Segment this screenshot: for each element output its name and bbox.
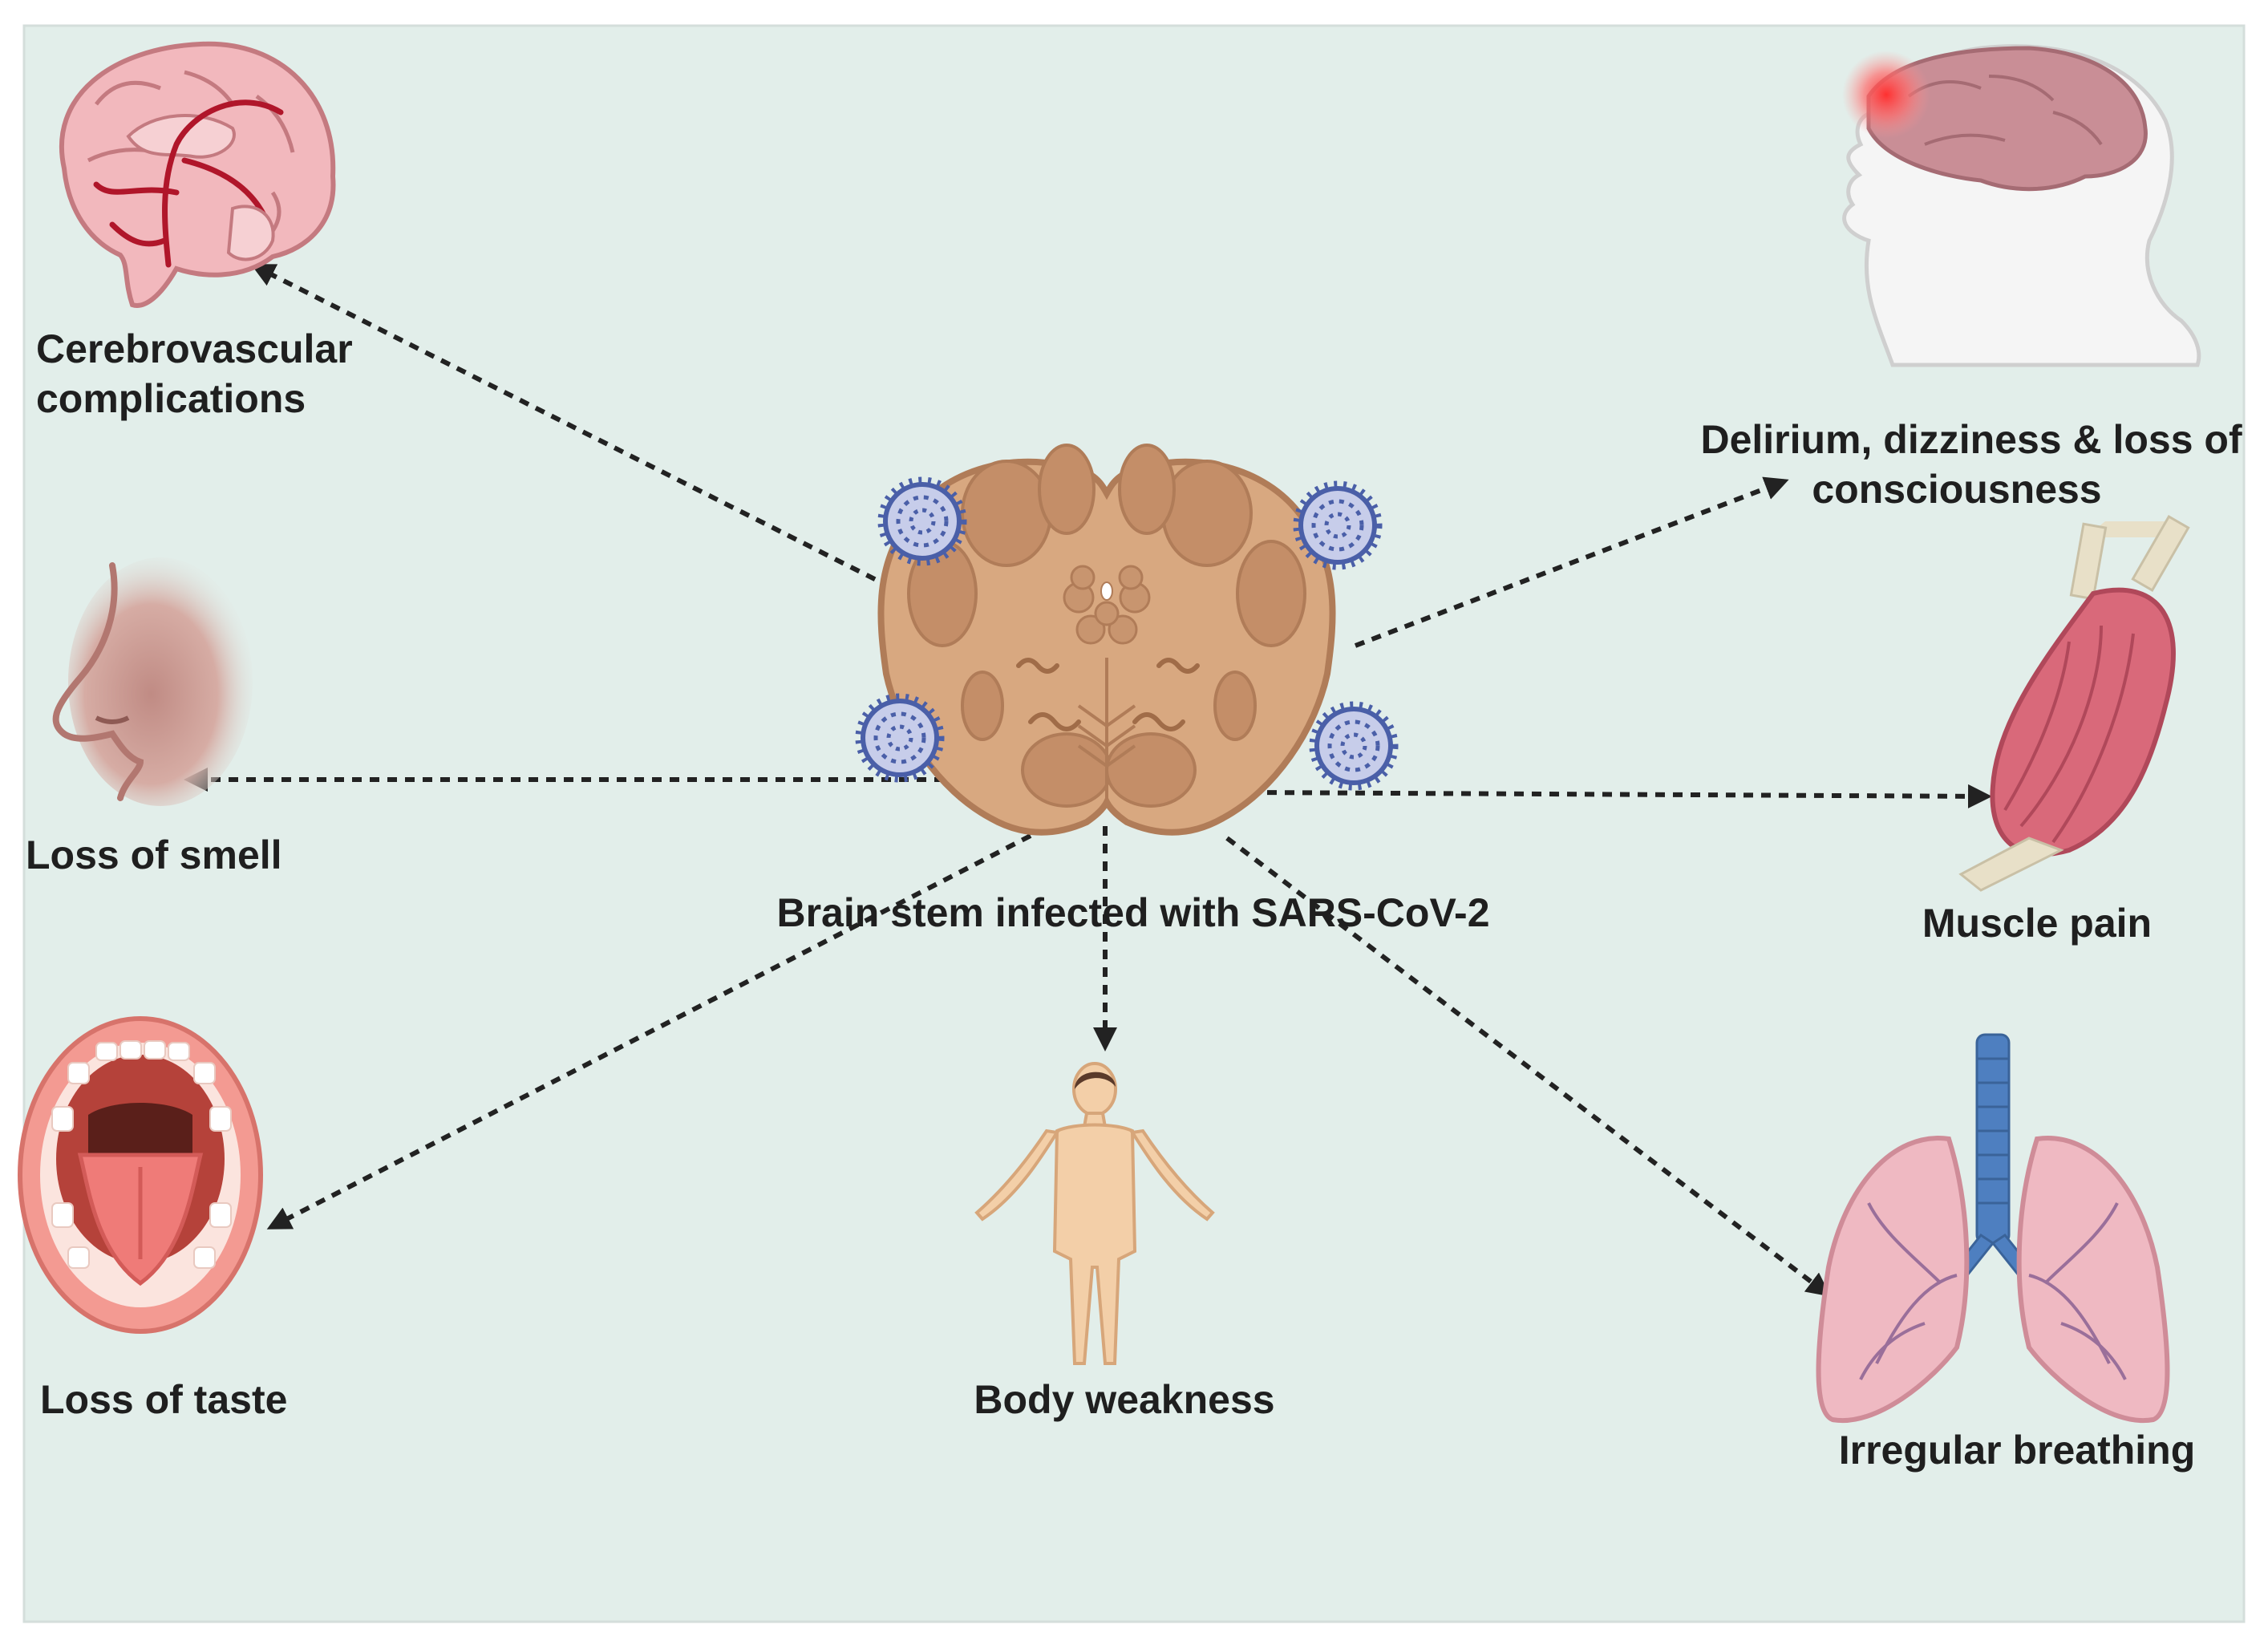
brainstem-illustration xyxy=(858,444,1395,836)
delirium-label-line2: consciousness xyxy=(1812,467,2101,512)
center-label: Brain stem infected with SARS-CoV-2 xyxy=(776,890,1489,935)
connector-cerebrovascular xyxy=(250,264,924,606)
cerebrovascular-label: Cerebrovascular complications xyxy=(36,326,364,421)
connector-taste xyxy=(266,833,1032,1230)
muscle-icon xyxy=(1958,514,2190,892)
breathing-label: Irregular breathing xyxy=(1839,1428,2196,1473)
nose-icon xyxy=(52,557,253,806)
smell-label: Loss of smell xyxy=(26,833,282,877)
connector-breathing xyxy=(1225,836,1831,1297)
labels: Cerebrovascular complications Delirium, … xyxy=(26,326,2253,1473)
delirium-label: Delirium, dizziness & loss of consciousn… xyxy=(1700,417,2253,512)
cerebrovascular-label-line1: Cerebrovascular xyxy=(36,326,353,371)
muscle-label: Muscle pain xyxy=(1922,901,2152,946)
connector-delirium xyxy=(1354,476,1789,648)
human-body-icon xyxy=(974,1062,1215,1365)
open-mouth-icon xyxy=(18,1016,263,1334)
taste-label: Loss of taste xyxy=(40,1377,287,1422)
delirium-label-line1: Delirium, dizziness & loss of xyxy=(1700,417,2242,462)
lungs-icon xyxy=(1816,1033,2170,1424)
brain-with-vessels-icon xyxy=(59,41,336,308)
cerebrovascular-label-line2: complications xyxy=(36,376,306,421)
connectors xyxy=(184,264,1992,1297)
weakness-label: Body weakness xyxy=(974,1377,1274,1422)
head-with-brain-icon xyxy=(1842,44,2201,367)
